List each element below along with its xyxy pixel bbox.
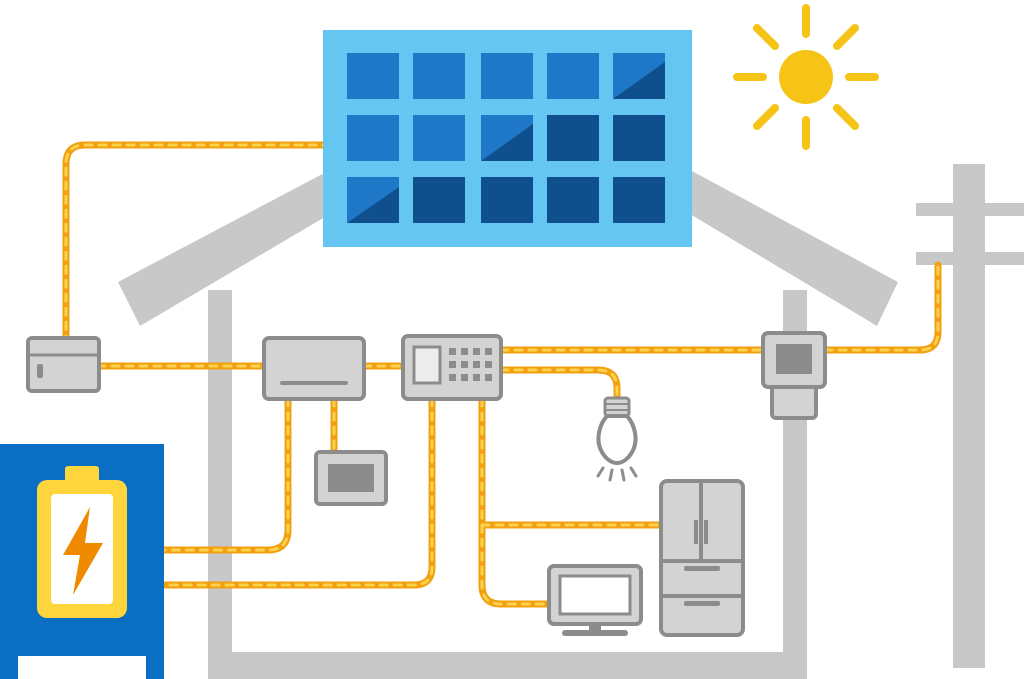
house-floor	[208, 652, 807, 679]
television-icon	[547, 564, 643, 636]
utility-pole-icon	[916, 164, 1024, 668]
lightning-bolt-icon	[63, 507, 103, 595]
distribution-board-icon	[401, 334, 503, 401]
power-conditioner-icon	[262, 336, 366, 401]
refrigerator-icon	[659, 479, 745, 637]
solar-cells	[347, 53, 665, 223]
battery-icon	[37, 466, 127, 618]
solar-panel-icon	[323, 30, 692, 247]
wires	[62, 141, 942, 608]
electric-meter-icon	[761, 331, 827, 420]
wire-board-to-bulb	[497, 366, 621, 402]
monitor-panel-icon	[314, 450, 388, 506]
wire-meter-to-pole	[821, 261, 942, 354]
roof-left	[118, 170, 330, 326]
light-bulb-icon	[596, 396, 638, 482]
sun-icon	[733, 4, 879, 150]
wire-board-to-battery	[160, 395, 436, 589]
house-wall-left	[208, 290, 232, 679]
junction-box-icon	[26, 336, 101, 393]
wire-board-to-appliances	[478, 395, 553, 608]
battery-storage-cabinet	[0, 444, 164, 679]
roof-right	[690, 170, 898, 326]
